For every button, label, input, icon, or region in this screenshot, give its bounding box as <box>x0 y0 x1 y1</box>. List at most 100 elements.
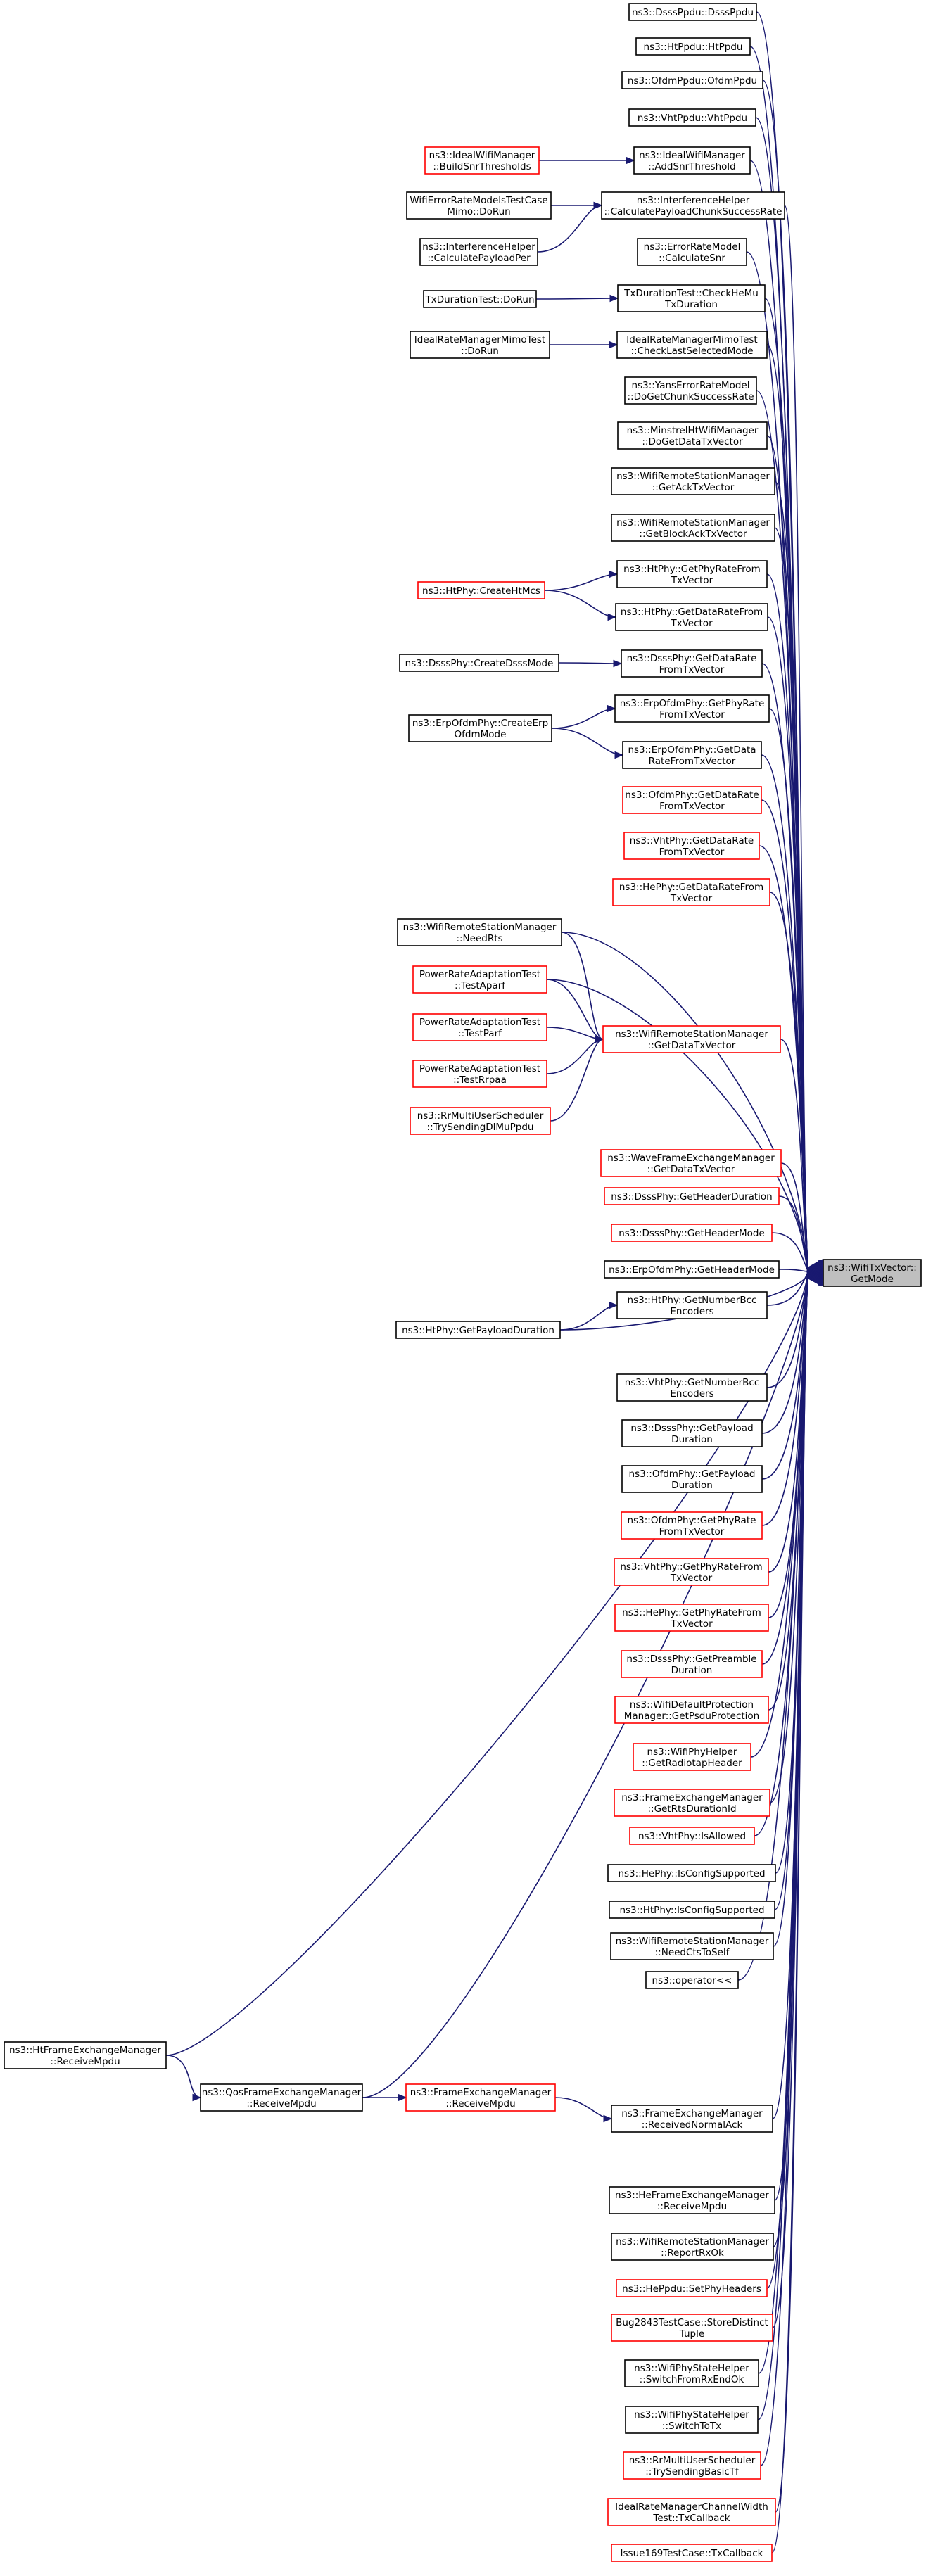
graph-node[interactable]: ns3::WifiRemoteStationManager::GetBlockA… <box>611 514 775 542</box>
graph-node[interactable]: ns3::DsssPhy::CreateDsssMode <box>399 654 559 672</box>
graph-node[interactable]: ns3::WifiRemoteStationManager::ReportRxO… <box>611 2233 774 2261</box>
graph-node[interactable]: IdealRateManagerMimoTest::DoRun <box>410 331 550 359</box>
node-label: ns3::DsssPhy::GetDataRate <box>627 653 757 664</box>
node-label: ns3::WifiRemoteStationManager <box>616 517 770 528</box>
arrowhead-icon <box>609 341 619 349</box>
graph-node[interactable]: ns3::InterferenceHelper::CalculatePayloa… <box>601 191 785 220</box>
node-label: WifiErrorRateModelsTestCase <box>410 195 547 206</box>
graph-node[interactable]: ns3::HtPhy::CreateHtMcs <box>417 581 545 599</box>
node-label: ns3::WifiRemoteStationManager <box>616 471 770 482</box>
node-box <box>609 1901 775 1919</box>
graph-node[interactable]: ns3::DsssPhy::GetHeaderMode <box>611 1224 773 1242</box>
graph-node[interactable]: ns3::MinstrelHtWifiManager::DoGetDataTxV… <box>617 421 768 450</box>
graph-node[interactable]: ns3::FrameExchangeManager::GetRtsDuratio… <box>614 1789 770 1817</box>
node-box <box>417 581 545 599</box>
node-label: ns3::ErpOfdmPhy::GetHeaderMode <box>609 1264 775 1276</box>
graph-node[interactable]: TxDurationTest::DoRun <box>423 290 537 308</box>
node-box <box>637 238 747 266</box>
node-label: IdealRateManagerMimoTest <box>414 334 545 345</box>
graph-node[interactable]: ns3::WifiRemoteStationManager::NeedRts <box>397 918 562 946</box>
node-label: ns3::HePpdu::SetPhyHeaders <box>622 2283 761 2295</box>
graph-node[interactable]: ns3::WifiPhyHelper::GetRadiotapHeader <box>633 1743 751 1771</box>
graph-node[interactable]: ns3::FrameExchangeManager::ReceiveMpdu <box>405 2083 556 2112</box>
graph-node[interactable]: ns3::HePpdu::SetPhyHeaders <box>616 2279 768 2297</box>
node-box <box>622 741 762 769</box>
graph-node[interactable]: ns3::VhtPpdu::VhtPpdu <box>628 108 756 127</box>
node-box <box>424 146 540 175</box>
graph-node[interactable]: ns3::WifiRemoteStationManager::GetDataTx… <box>602 1025 781 1053</box>
graph-node[interactable]: IdealRateManagerChannelWidthTest::TxCall… <box>607 2498 776 2526</box>
edge-n6b-to-n6 <box>537 201 603 253</box>
node-box <box>610 1932 774 1960</box>
graph-node[interactable]: PowerRateAdaptationTest::TestParf <box>412 1013 547 1041</box>
graph-node[interactable]: ns3::InterferenceHelper::CalculatePayloa… <box>419 238 538 266</box>
graph-node[interactable]: ns3::HePhy::IsConfigSupported <box>607 1864 776 1882</box>
node-label: ns3::YansErrorRateModel <box>632 380 750 391</box>
graph-node[interactable]: ns3::HtPhy::GetPayloadDuration <box>395 1321 561 1339</box>
node-label: ns3::HePhy::GetPhyRateFrom <box>622 1607 761 1618</box>
node-label: FromTxVector <box>659 664 725 675</box>
node-box <box>611 2105 773 2133</box>
graph-node[interactable]: ns3::YansErrorRateModel::DoGetChunkSucce… <box>624 376 757 405</box>
graph-node[interactable]: ns3::DsssPhy::GetPayloadDuration <box>621 1419 763 1447</box>
graph-node[interactable]: PowerRateAdaptationTest::TestAparf <box>412 965 547 994</box>
graph-node[interactable]: ns3::WifiRemoteStationManager::NeedCtsTo… <box>610 1932 774 1960</box>
graph-node[interactable]: ns3::DsssPpdu::DsssPpdu <box>628 3 757 21</box>
graph-node[interactable]: ns3::ErpOfdmPhy::GetHeaderMode <box>604 1260 780 1279</box>
graph-node[interactable]: ns3::VhtPhy::IsAllowed <box>629 1827 755 1845</box>
graph-node[interactable]: ns3::RrMultiUserScheduler::TrySendingBas… <box>623 2451 761 2480</box>
graph-node[interactable]: ns3::WifiRemoteStationManager::GetAckTxV… <box>611 467 775 495</box>
graph-node[interactable]: Issue169TestCase::TxCallback <box>611 2544 773 2562</box>
node-box <box>616 2279 768 2297</box>
graph-node[interactable]: ns3::IdealWifiManager::BuildSnrThreshold… <box>424 146 540 175</box>
node-box <box>600 1149 782 1177</box>
graph-node[interactable]: ns3::WifiDefaultProtectionManager::GetPs… <box>614 1696 769 1724</box>
graph-node[interactable]: ns3::FrameExchangeManager::ReceivedNorma… <box>611 2105 773 2133</box>
node-box <box>629 1827 755 1845</box>
graph-node[interactable]: ns3::OfdmPhy::GetPayloadDuration <box>621 1465 763 1493</box>
graph-node[interactable]: ns3::WifiPhyStateHelper::SwitchToTx <box>625 2406 759 2434</box>
node-box <box>611 2233 774 2261</box>
graph-node[interactable]: ns3::HtPhy::IsConfigSupported <box>609 1901 775 1919</box>
edge-n27a-to-n27 <box>559 1301 619 1331</box>
node-label: TxVector <box>670 618 713 629</box>
node-label: Mimo::DoRun <box>447 206 510 217</box>
node-box <box>611 2544 773 2562</box>
graph-node[interactable]: ns3::HeFrameExchangeManager::ReceiveMpdu <box>609 2186 775 2214</box>
graph-node[interactable]: PowerRateAdaptationTest::TestRrpaa <box>412 1060 547 1088</box>
graph-node[interactable]: ns3::OfdmPpdu::OfdmPpdu <box>621 71 763 89</box>
graph-node[interactable]: ns3::HtPpdu::HtPpdu <box>635 37 751 56</box>
graph-node[interactable]: ns3::WaveFrameExchangeManager::GetDataTx… <box>600 1149 782 1177</box>
graph-node[interactable]: ns3::operator<< <box>645 1971 739 1989</box>
graph-node[interactable]: ns3::DsssPhy::GetHeaderDuration <box>604 1187 780 1205</box>
graph-node[interactable]: ns3::ErrorRateModel::CalculateSnr <box>637 238 747 266</box>
node-label: ns3::VhtPhy::IsAllowed <box>638 1831 746 1842</box>
node-label: Manager::GetPsduProtection <box>624 1711 759 1722</box>
graph-node[interactable]: ns3::IdealWifiManager::AddSnrThreshold <box>633 146 751 175</box>
graph-node[interactable]: ns3::HtFrameExchangeManager::ReceiveMpdu <box>4 2041 167 2069</box>
node-label: PowerRateAdaptationTest <box>419 1017 540 1028</box>
graph-node[interactable]: ns3::QosFrameExchangeManager::ReceiveMpd… <box>200 2083 363 2112</box>
graph-node[interactable]: IdealRateManagerMimoTest::CheckLastSelec… <box>616 331 768 359</box>
node-box <box>616 1373 768 1402</box>
graph-node[interactable]: ns3::RrMultiUserScheduler::TrySendingDlM… <box>410 1107 551 1135</box>
graph-node[interactable]: ns3::WifiPhyStateHelper::SwitchFromRxEnd… <box>624 2359 759 2387</box>
